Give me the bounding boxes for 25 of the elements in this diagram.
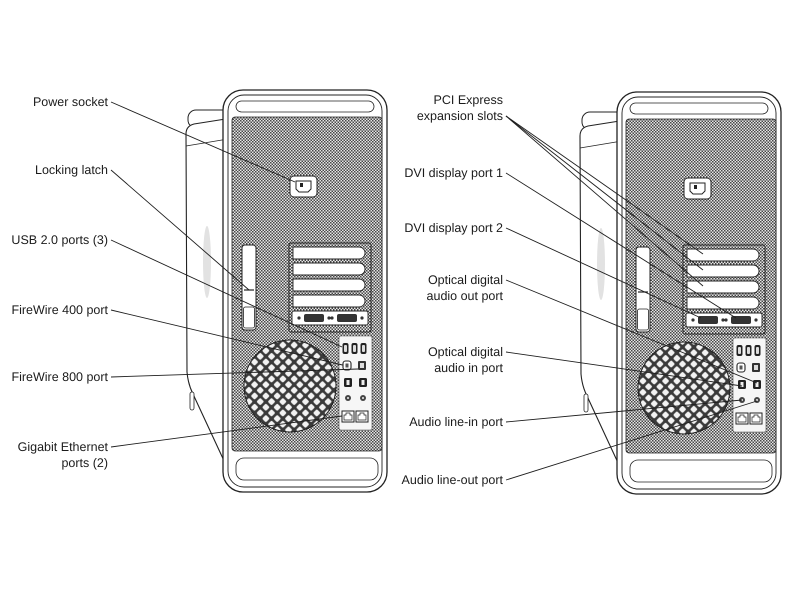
- callout-label: Audio line-out port: [400, 472, 503, 488]
- leader-line: [110, 170, 250, 290]
- callout-label: FireWire 800 port: [10, 369, 108, 385]
- callout-label: Optical digital audio out port: [425, 272, 503, 304]
- leader-line: [506, 172, 736, 318]
- callout-label: PCI Express expansion slots: [415, 92, 503, 124]
- callout-label: Locking latch: [34, 162, 108, 178]
- callout-label: USB 2.0 ports (3): [10, 232, 108, 248]
- callout-label: Audio line-in port: [408, 414, 503, 430]
- leader-line: [506, 400, 742, 422]
- leader-line: [110, 416, 342, 448]
- leader-line: [506, 400, 758, 480]
- leader-line: [506, 280, 758, 384]
- callout-label: Optical digital audio in port: [426, 344, 503, 376]
- leader-line: [506, 352, 742, 386]
- leader-line: [110, 240, 342, 348]
- callout-label: Power socket: [31, 94, 108, 110]
- leader-line: [110, 102, 296, 182]
- callout-label: FireWire 400 port: [10, 302, 108, 318]
- callout-label: DVI display port 2: [403, 220, 503, 236]
- leader-line: [110, 368, 358, 378]
- callout-label: DVI display port 1: [403, 165, 503, 181]
- callout-label: Gigabit Ethernet ports (2): [16, 439, 108, 471]
- leader-line: [110, 310, 343, 366]
- leader-line: [506, 228, 702, 318]
